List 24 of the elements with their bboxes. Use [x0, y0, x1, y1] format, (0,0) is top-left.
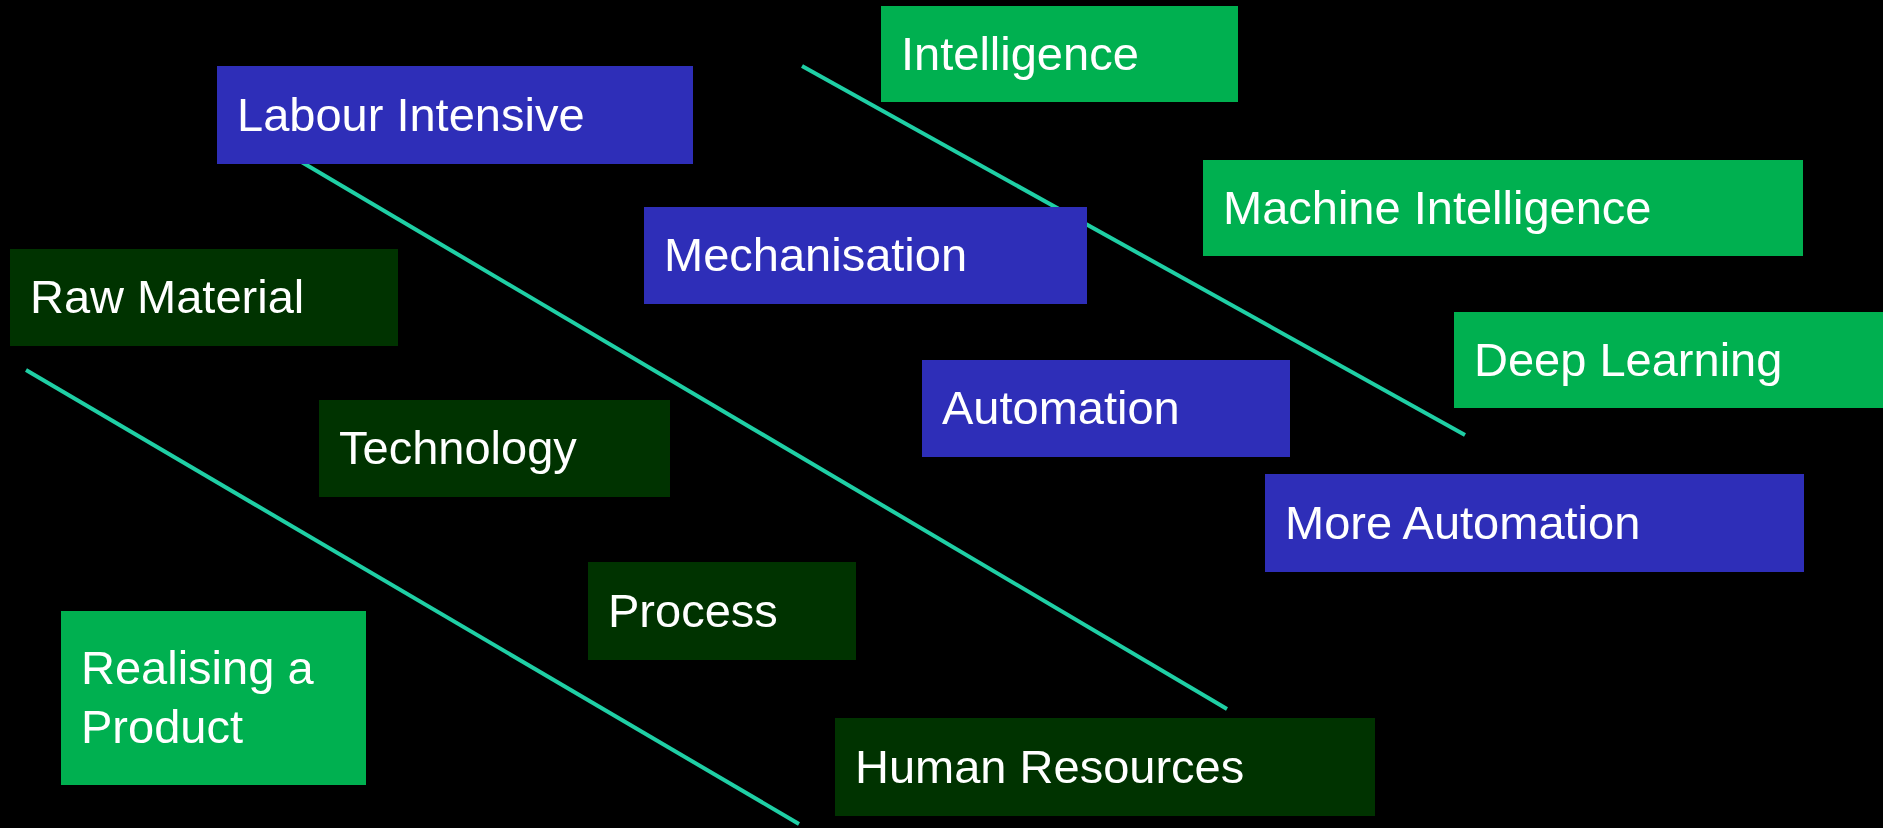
- label-box: [1454, 312, 1883, 408]
- label-box: [217, 66, 693, 164]
- label-box: [319, 400, 670, 497]
- box-text: Raw Material: [30, 269, 305, 326]
- box-text: Deep Learning: [1474, 331, 1783, 388]
- label-box: [588, 562, 856, 660]
- box-text: More Automation: [1285, 494, 1641, 551]
- box-text: Process: [608, 582, 778, 639]
- box-text: Intelligence: [901, 25, 1139, 82]
- label-box: [835, 718, 1375, 816]
- label-box: [644, 207, 1087, 304]
- box-text: Technology: [339, 420, 577, 477]
- label-box: [61, 611, 366, 785]
- box-text: Automation: [942, 380, 1180, 437]
- box-text: Labour Intensive: [237, 86, 585, 143]
- box-text: Realising a Product: [81, 640, 315, 755]
- label-box: [1203, 160, 1803, 256]
- box-text: Machine Intelligence: [1223, 179, 1652, 236]
- label-box: [922, 360, 1290, 457]
- box-text: Human Resources: [855, 738, 1245, 795]
- box-text: Mechanisation: [664, 227, 968, 284]
- label-box: [881, 6, 1238, 102]
- label-box: [10, 249, 398, 346]
- label-box: [1265, 474, 1804, 572]
